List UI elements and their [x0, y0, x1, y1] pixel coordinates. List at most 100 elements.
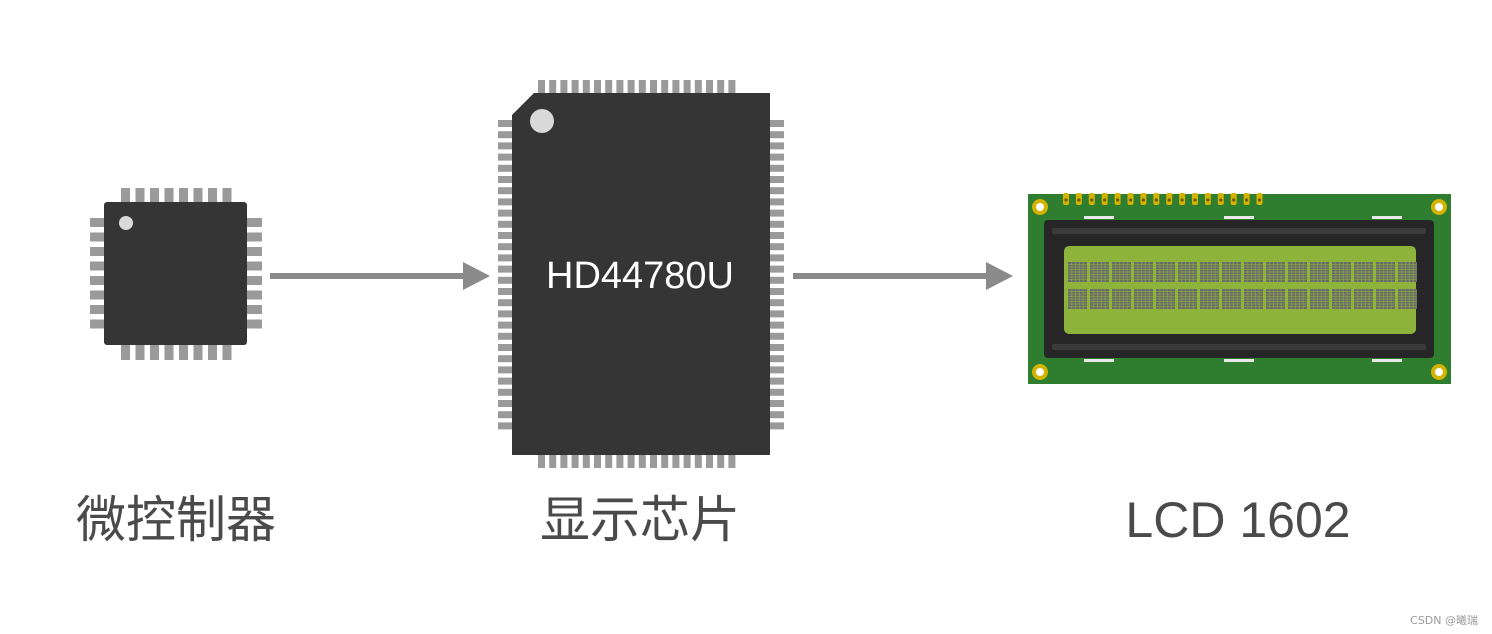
chip-pin	[498, 176, 512, 183]
microcontroller-pins	[90, 188, 262, 360]
chip-pin	[728, 80, 736, 94]
lcd-character-cell	[1332, 289, 1351, 309]
lcd-character-cell	[1332, 262, 1351, 282]
lcd-cell-gridline	[1222, 279, 1241, 280]
lcd-cell-gridline	[1156, 269, 1175, 270]
chip-pin	[179, 345, 188, 360]
lcd-cell-gridline	[1178, 291, 1197, 292]
lcd-character-cell	[1310, 262, 1329, 282]
chip-pin	[498, 422, 512, 430]
lcd-character-cell	[1068, 262, 1087, 282]
chip-pin	[770, 355, 784, 363]
lcd-cell-gridline	[1288, 301, 1307, 302]
lcd-cell-gridline	[1134, 303, 1153, 305]
chip-pin	[706, 80, 713, 94]
lcd-character-cell	[1222, 289, 1241, 309]
chip-pin	[770, 344, 784, 351]
chip-pin	[498, 187, 512, 195]
chip-pin	[498, 344, 512, 351]
chip-pin	[90, 218, 105, 227]
chip-pin	[770, 243, 784, 251]
chip-pin	[770, 131, 784, 139]
lcd-cell-gridline	[1398, 296, 1417, 297]
chip-pin	[683, 455, 691, 468]
lcd-cell-gridline	[1310, 279, 1329, 280]
microcontroller-pin1-marker	[119, 216, 133, 230]
chip-pin	[90, 232, 105, 242]
chip-pin	[164, 188, 174, 203]
chip-pin	[135, 345, 145, 360]
arrow-mcu-to-display-chip	[270, 262, 490, 290]
lcd-cell-gridline	[1156, 274, 1175, 275]
lcd-cell-gridline	[1156, 266, 1175, 268]
display-chip: HD44780U	[498, 80, 784, 468]
chip-pin	[770, 220, 784, 228]
silkscreen-mark	[1084, 216, 1114, 219]
lcd-cell-gridline	[1266, 291, 1285, 292]
lcd-cell-gridline	[1354, 266, 1373, 268]
chip-pin	[135, 188, 145, 203]
chip-pin	[498, 254, 512, 262]
chip-pin	[770, 164, 784, 172]
chip-pin	[498, 276, 512, 284]
chip-pin	[770, 209, 784, 217]
lcd-cell-gridline	[1178, 303, 1197, 305]
lcd-cell-gridline	[1376, 276, 1395, 278]
chip-pin	[121, 188, 130, 203]
chip-pin	[560, 80, 568, 94]
lcd-cell-gridline	[1112, 306, 1131, 307]
chip-pin	[560, 455, 568, 468]
lcd-cell-gridline	[1332, 276, 1351, 278]
chip-pin	[247, 305, 262, 314]
chip-pin	[694, 80, 702, 94]
lcd-cell-gridline	[1354, 274, 1373, 275]
lcd-cell-gridline	[1310, 306, 1329, 307]
chip-pin	[90, 290, 105, 300]
lcd-cell-gridline	[1090, 279, 1109, 280]
lcd-cell-gridline	[1244, 269, 1263, 270]
lcd-character-cell	[1398, 262, 1417, 282]
chip-pin	[498, 366, 512, 374]
lcd-cell-gridline	[1310, 276, 1329, 278]
chip-pin	[706, 455, 713, 468]
header-pin-hole	[1206, 198, 1210, 202]
lcd-cell-gridline	[1222, 306, 1241, 307]
lcd-cell-gridline	[1222, 291, 1241, 292]
chip-pin	[627, 455, 635, 468]
lcd-silkscreen-marks	[1084, 216, 1402, 362]
lcd-character-cell	[1200, 262, 1219, 282]
lcd-header-pins	[1063, 193, 1263, 205]
lcd-cell-gridline	[1156, 296, 1175, 297]
lcd-cell-gridline	[1068, 274, 1087, 275]
microcontroller-body	[104, 202, 247, 345]
lcd-cell-gridline	[1354, 264, 1373, 265]
chip-pin	[498, 332, 512, 340]
lcd-cell-gridline	[1090, 269, 1109, 270]
chip-pin	[616, 455, 624, 468]
lcd-character-cell	[1266, 262, 1285, 282]
lcd-cell-gridline	[1354, 301, 1373, 302]
lcd-character-cell	[1354, 289, 1373, 309]
header-pin-hole	[1232, 198, 1236, 202]
lcd-cell-gridline	[1398, 298, 1417, 300]
chip-pin	[549, 455, 557, 468]
chip-pin	[498, 164, 512, 172]
lcd-cell-gridline	[1156, 279, 1175, 280]
lcd-cell-gridline	[1354, 269, 1373, 270]
header-pin-hole	[1116, 198, 1120, 202]
chip-pin	[222, 345, 232, 360]
lcd-cell-gridline	[1156, 276, 1175, 278]
lcd-character-cell	[1354, 262, 1373, 282]
lcd-cell-gridline	[1376, 296, 1395, 297]
lcd-cell-gridline	[1134, 276, 1153, 278]
lcd-cell-gridline	[1222, 301, 1241, 302]
lcd-cell-gridline	[1090, 274, 1109, 275]
lcd-character-cell	[1222, 262, 1241, 282]
lcd-cell-gridline	[1354, 306, 1373, 307]
chip-pin	[90, 319, 105, 329]
chip-pin	[150, 188, 159, 203]
lcd-cell-gridline	[1222, 266, 1241, 268]
lcd-cell-gridline	[1288, 274, 1307, 275]
lcd-cell-gridline	[1112, 274, 1131, 275]
lcd-cell-gridline	[1310, 296, 1329, 297]
